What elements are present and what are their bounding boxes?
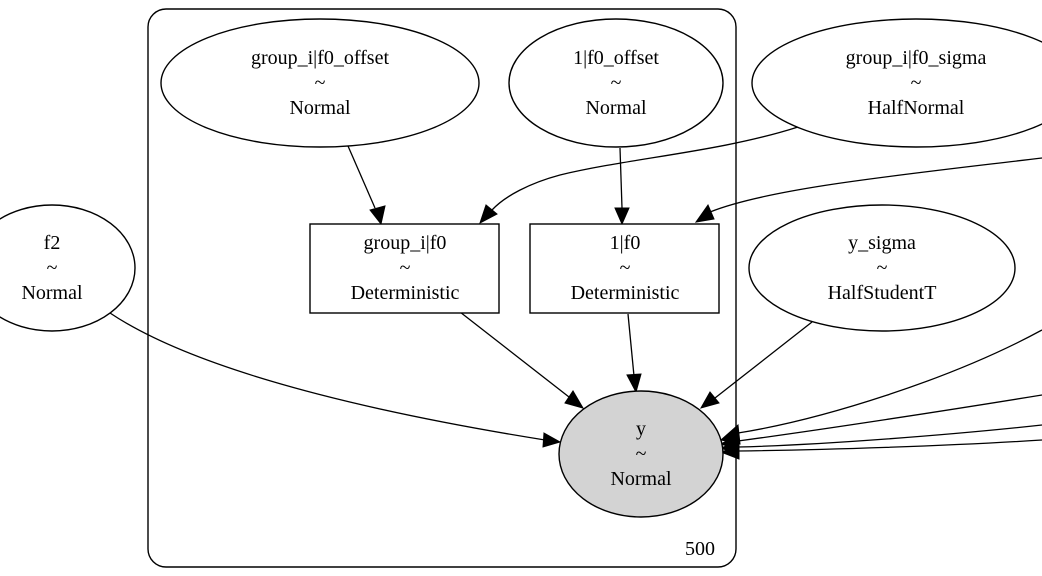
node-group-f0-tilde: ~ [400,257,411,279]
node-group-offset-dist: Normal [289,97,351,119]
arrowhead-one-f0-top [614,207,630,226]
node-f2-dist: Normal [21,282,83,304]
node-y-sigma-name: y_sigma [848,232,916,254]
node-one-f0-tilde: ~ [620,257,631,279]
edge-one-offset-to-one-f0 [619,147,623,209]
node-group-offset-ellipse [160,18,480,148]
arrowhead-y-group-f0 [564,390,585,409]
edges [109,126,1042,460]
node-f2-name: f2 [44,232,61,254]
node-one-f0-dist: Deterministic [571,282,680,304]
node-f2-tilde: ~ [47,257,58,279]
node-group-offset[interactable]: group_i|f0_offset ~ Normal [160,18,480,148]
node-y-sigma-dist: HalfStudentT [828,282,937,304]
plate-box [147,8,737,568]
plate-label: 500 [685,538,715,560]
node-y-ellipse [558,390,724,518]
node-group-f0-name: group_i|f0 [364,232,447,254]
node-y-sigma-tilde: ~ [877,257,888,279]
node-f2-ellipse [0,204,136,332]
arrowhead-y-sigma [699,391,720,409]
node-y-sigma-ellipse [748,204,1016,332]
node-one-offset-tilde: ~ [611,72,622,94]
node-y-dist: Normal [610,468,672,490]
node-group-f0-box [309,223,500,314]
node-f2[interactable]: f2 ~ Normal [0,204,136,332]
node-one-offset-ellipse [508,18,724,148]
node-y-sigma[interactable]: y_sigma ~ HalfStudentT [748,204,1016,332]
node-y-tilde: ~ [636,443,647,465]
node-group-offset-tilde: ~ [315,72,326,94]
node-group-f0-dist: Deterministic [351,282,460,304]
arrowhead-y-f2 [542,432,562,448]
node-one-offset-dist: Normal [585,97,647,119]
edge-offscreen-to-one-f0 [709,157,1042,213]
node-group-f0[interactable]: group_i|f0 ~ Deterministic [309,223,500,314]
node-one-f0-box [529,223,720,314]
arrowhead-one-f0-right [694,203,715,223]
edge-offscreen-3-to-y [737,424,1042,448]
edge-offscreen-4-to-y [737,439,1042,452]
node-y[interactable]: y ~ Normal [558,390,724,518]
node-one-f0[interactable]: 1|f0 ~ Deterministic [529,223,720,314]
arrowhead-y-offscreen-4 [719,445,740,460]
node-group-sigma-name: group_i|f0_sigma [846,47,987,69]
node-one-offset[interactable]: 1|f0_offset ~ Normal [508,18,724,148]
node-one-offset-name: 1|f0_offset [573,47,659,69]
edge-group-sigma-to-group-f0 [491,126,799,211]
edge-offscreen-1-to-y [737,329,1042,434]
node-group-offset-name: group_i|f0_offset [251,47,390,69]
node-group-sigma[interactable]: group_i|f0_sigma ~ HalfNormal [751,18,1042,148]
edge-f2-to-y [109,312,546,441]
arrowhead-group-f0-left [369,205,386,226]
node-group-sigma-dist: HalfNormal [868,97,965,119]
arrowhead-y-one-f0 [626,373,642,394]
node-y-name: y [636,418,646,440]
edge-y-sigma-to-y [714,321,813,399]
edge-one-f0-to-y [627,313,635,377]
edge-group-f0-to-y [459,311,570,398]
arrowhead-group-f0-right [479,204,498,225]
node-group-sigma-ellipse [751,18,1042,148]
edge-group-offset-to-group-f0 [347,145,376,209]
edge-offscreen-2-to-y [737,394,1042,442]
node-group-sigma-tilde: ~ [911,72,922,94]
node-one-f0-name: 1|f0 [610,232,641,254]
